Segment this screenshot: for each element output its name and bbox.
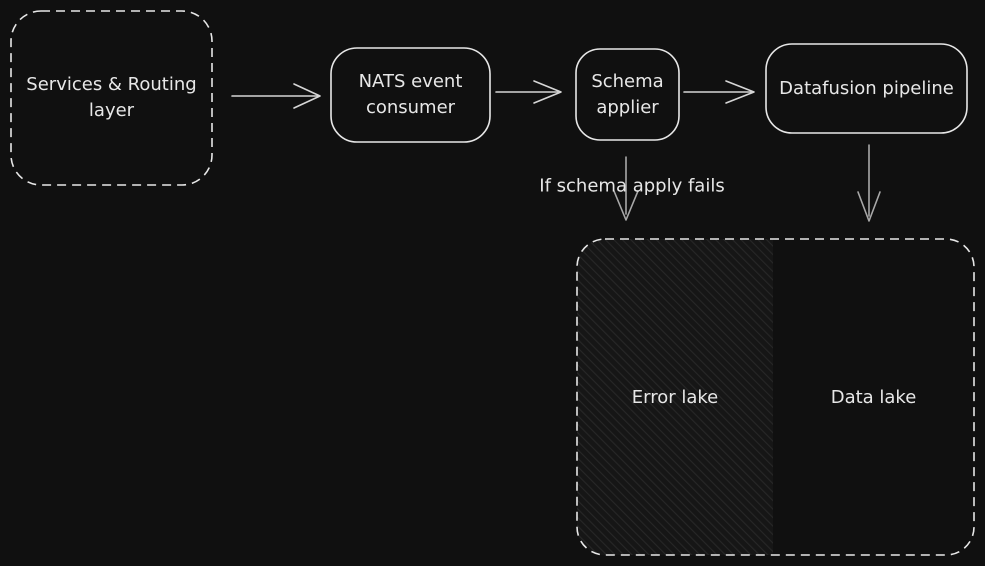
lakes-container-node[interactable] [576, 238, 975, 556]
arrow-schema-to-error-lake[interactable] [613, 156, 639, 221]
arrow-datafusion-to-data-lake[interactable] [857, 144, 881, 222]
data-lake-label: Data lake [830, 386, 917, 408]
arrow-nats-to-schema[interactable] [495, 80, 562, 104]
services-routing-node[interactable] [10, 10, 213, 186]
arrow-schema-to-datafusion[interactable] [683, 80, 755, 104]
error-lake-zone [577, 239, 773, 555]
arrow-services-to-nats[interactable] [231, 83, 321, 109]
datafusion-pipeline-node[interactable] [765, 43, 968, 134]
error-lake-label: Error lake [631, 386, 719, 408]
nats-consumer-node[interactable] [330, 47, 491, 143]
schema-fail-annotation: If schema apply fails [539, 175, 725, 197]
schema-applier-node[interactable] [575, 48, 680, 141]
